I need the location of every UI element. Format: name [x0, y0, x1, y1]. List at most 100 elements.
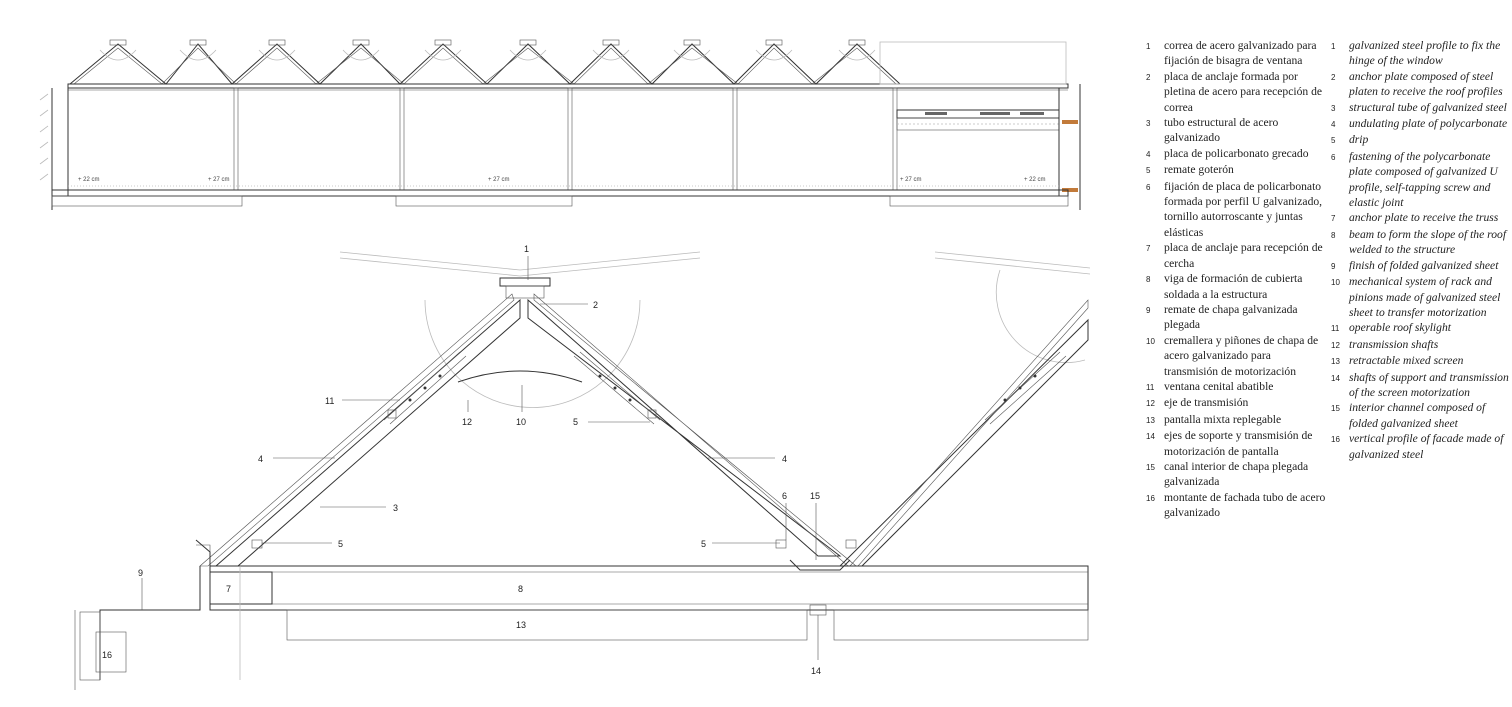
legend-es-num: 10 — [1146, 336, 1155, 346]
legend-en-text: drip — [1349, 133, 1369, 147]
legend-es-text: remate goterón — [1164, 163, 1234, 177]
legend-es-item: 12 eje de transmisión — [1146, 395, 1326, 411]
legend-en-text: fastening of the polycarbonate plate com… — [1349, 149, 1498, 210]
legend-es-text: cremallera y piñones de chapa de acero g… — [1164, 333, 1319, 378]
legend-en-text: anchor plate composed of steel platen to… — [1349, 69, 1503, 99]
callout-4-a: 4 — [258, 454, 263, 464]
roof-detail — [74, 251, 1091, 690]
legend-en-num: 14 — [1331, 373, 1340, 383]
sawtooth-roof — [69, 43, 901, 85]
legend-en-item: 7 anchor plate to receive the truss — [1331, 210, 1509, 226]
legend-en-num: 11 — [1331, 324, 1340, 334]
legend-es-text: correa de acero galvanizado para fijació… — [1164, 39, 1317, 68]
dimension-label-3: + 27 cm — [488, 177, 510, 183]
callout-6: 6 — [782, 491, 787, 501]
legend-en-item: 16 vertical profile of facade made of gal… — [1331, 431, 1509, 462]
callout-14: 14 — [811, 666, 821, 676]
legend-en-num: 13 — [1331, 357, 1340, 367]
legend-en-num: 16 — [1331, 435, 1340, 445]
legend-en-text: structural tube of galvanized steel — [1349, 100, 1507, 114]
legend-en-item: 9 finish of folded galvanized sheet — [1331, 258, 1509, 274]
legend-es-num: 1 — [1146, 42, 1151, 51]
legend-es-item: 1 correa de acero galvanizado para fijaci… — [1146, 38, 1326, 69]
dimension-label-4: + 27 cm — [900, 177, 922, 183]
legend-en-text: vertical profile of facade made of galva… — [1349, 432, 1504, 461]
legend-en-num: 5 — [1331, 136, 1336, 146]
callout-1: 1 — [524, 244, 529, 254]
callout-2: 2 — [593, 300, 598, 310]
legend-en-text: beam to form the slope of the roof welde… — [1349, 227, 1507, 257]
legend-es-num: 7 — [1146, 244, 1151, 254]
legend-es-text: placa de anclaje para recepción de cerch… — [1164, 241, 1323, 270]
legend-en-text: finish of folded galvanized sheet — [1349, 258, 1499, 272]
legend-es-text: placa de anclaje formada por pletina de … — [1164, 69, 1323, 114]
dimension-label-5: + 22 cm — [1024, 177, 1046, 183]
legend-es-text: ventana cenital abatible — [1164, 379, 1274, 393]
legend-es-num: 6 — [1146, 182, 1151, 192]
legend-es-num: 11 — [1146, 382, 1155, 392]
dimension-label-2: + 27 cm — [208, 177, 230, 183]
legend-es-num: 16 — [1146, 493, 1155, 503]
legend-en-text: galvanized steel profile to fix the hing… — [1349, 39, 1501, 68]
legend-es-item: 7 placa de anclaje para recepción de cerc… — [1146, 240, 1326, 271]
legend-es-item: 3 tubo estructural de acero galvanizado — [1146, 115, 1326, 146]
legend-en-num: 15 — [1331, 404, 1340, 414]
callout-7: 7 — [226, 584, 231, 594]
legend-en-text: mechanical system of rack and pinions ma… — [1349, 275, 1501, 319]
callout-5-b: 5 — [338, 539, 343, 549]
legend-en-text: undulating plate of polycarbonate — [1349, 117, 1508, 131]
legend-en-num: 6 — [1331, 152, 1336, 162]
legend-en-item: 6 fastening of the polycarbonate plate co… — [1331, 149, 1509, 211]
legend-es-text: placa de policarbonato grecado — [1164, 146, 1309, 160]
callouts: 1 2 11 12 10 5 4 4 3 6 15 5 5 9 7 8 13 1… — [102, 244, 821, 676]
legend-en-item: 1 galvanized steel profile to fix the hin… — [1331, 38, 1509, 69]
callout-13: 13 — [516, 620, 526, 630]
legend-es-text: pantalla mixta replegable — [1164, 412, 1282, 426]
callout-10: 10 — [516, 417, 526, 427]
legend-spanish: 1 correa de acero galvanizado para fijaci… — [1146, 38, 1326, 521]
callout-9: 9 — [138, 568, 143, 578]
legend-es-num: 12 — [1146, 399, 1155, 409]
legend-es-num: 3 — [1146, 119, 1151, 129]
dimension-label-1: + 22 cm — [78, 177, 100, 183]
legend-en-num: 12 — [1331, 340, 1340, 350]
legend-es-num: 14 — [1146, 432, 1155, 442]
legend-es-item: 13 pantalla mixta replegable — [1146, 412, 1326, 428]
legend-english: 1 galvanized steel profile to fix the hin… — [1331, 38, 1509, 462]
legend-es-item: 11 ventana cenital abatible — [1146, 379, 1326, 395]
callout-12: 12 — [462, 417, 472, 427]
legend-en-num: 8 — [1331, 230, 1336, 240]
legend-en-item: 5 drip — [1331, 132, 1509, 148]
callout-8: 8 — [518, 584, 523, 594]
legend-en-num: 1 — [1331, 42, 1336, 51]
legend-en-text: retractable mixed screen — [1349, 354, 1464, 368]
legend-en-item: 10 mechanical system of rack and pinions … — [1331, 274, 1509, 320]
legend-en-num: 9 — [1331, 261, 1336, 271]
legend-en-num: 10 — [1331, 278, 1340, 288]
legend-es-num: 9 — [1146, 305, 1151, 315]
legend-en-item: 14 shafts of support and transmission of … — [1331, 370, 1509, 401]
legend-es-text: tubo estructural de acero galvanizado — [1164, 116, 1279, 145]
legend-es-item: 10 cremallera y piñones de chapa de acero… — [1146, 333, 1326, 379]
building-section: + 22 cm + 27 cm + 27 cm + 27 cm + 22 cm — [39, 39, 1081, 210]
legend-en-item: 13 retractable mixed screen — [1331, 353, 1509, 369]
legend-en-num: 7 — [1331, 214, 1336, 224]
legend-en-text: shafts of support and transmission of th… — [1349, 370, 1509, 399]
legend-es-num: 15 — [1146, 462, 1155, 472]
legend-es-num: 13 — [1146, 415, 1155, 425]
callout-5-a: 5 — [573, 417, 578, 427]
legend-es-text: eje de transmisión — [1164, 396, 1249, 410]
legend-en-item: 8 beam to form the slope of the roof weld… — [1331, 227, 1509, 258]
legend-en-text: anchor plate to receive the truss — [1349, 211, 1499, 225]
